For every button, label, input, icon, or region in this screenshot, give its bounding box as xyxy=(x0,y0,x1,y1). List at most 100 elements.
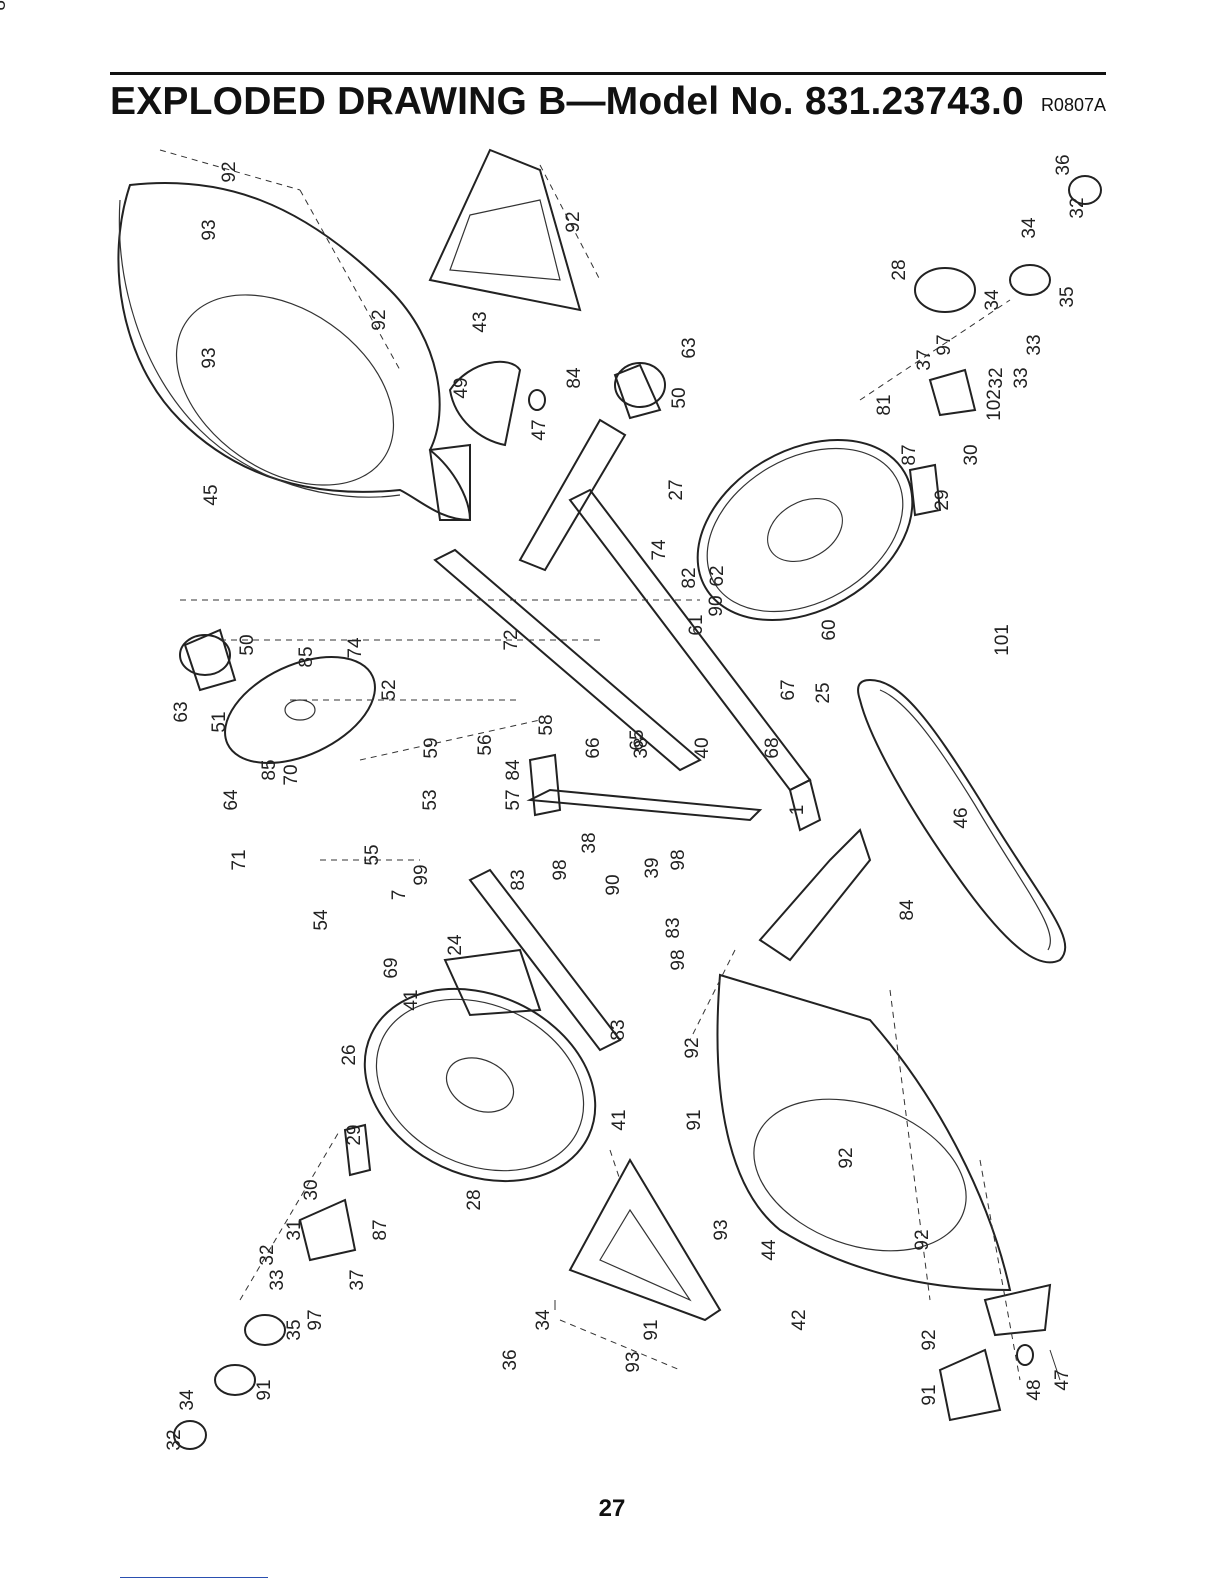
right-disk-cover-44 xyxy=(716,973,1012,1292)
callout-101: 101 xyxy=(992,624,1013,656)
drawing-code: R0807A xyxy=(1040,95,1106,115)
bottom-foot-cover-48 xyxy=(938,1283,1052,1422)
top-roller-50 xyxy=(518,362,666,572)
callout-56: 56 xyxy=(475,734,496,755)
callout-54: 54 xyxy=(311,909,332,931)
callout-66: 66 xyxy=(583,737,604,758)
callout-43: 43 xyxy=(470,311,491,332)
callout-32: 32 xyxy=(257,1244,278,1265)
callout-71: 71 xyxy=(229,849,250,870)
callout-27: 27 xyxy=(666,479,687,500)
callout-74: 74 xyxy=(649,539,670,561)
callout-32: 32 xyxy=(986,367,1007,388)
callout-1: 1 xyxy=(787,805,808,816)
callout-82: 82 xyxy=(679,567,700,588)
callout-65: 65 xyxy=(627,729,648,750)
callout-84: 84 xyxy=(897,899,918,921)
callout-62: 62 xyxy=(707,565,728,586)
callout-91: 91 xyxy=(919,1384,940,1405)
callout-34: 34 xyxy=(533,1309,554,1331)
top-stabilizer-cover-43 xyxy=(428,148,582,312)
callout-90: 90 xyxy=(603,874,624,895)
callout-32: 32 xyxy=(164,1429,185,1450)
seat-post-24 xyxy=(443,868,622,1052)
callout-42: 42 xyxy=(789,1309,810,1330)
callout-97: 97 xyxy=(305,1309,326,1330)
callout-39: 39 xyxy=(642,857,663,878)
callout-24: 24 xyxy=(445,934,466,956)
callout-51: 51 xyxy=(209,711,230,732)
main-frame-1 xyxy=(433,488,872,962)
right-pedal-assembly xyxy=(908,175,1102,517)
callout-84: 84 xyxy=(564,367,585,389)
leader-lines xyxy=(159,149,1061,1381)
callout-93: 93 xyxy=(199,347,220,368)
callout-83: 83 xyxy=(508,869,529,890)
bottom-stabilizer-42 xyxy=(568,1157,722,1322)
callout-93: 93 xyxy=(623,1351,644,1372)
callout-67: 67 xyxy=(778,679,799,700)
callout-93: 93 xyxy=(711,1219,732,1240)
header-rule xyxy=(110,72,1106,75)
callout-87: 87 xyxy=(899,444,920,465)
callout-102: 102 xyxy=(984,389,1005,421)
callout-98: 98 xyxy=(668,949,689,970)
callout-28: 28 xyxy=(889,259,910,280)
callout-92: 92 xyxy=(836,1147,857,1168)
callout-92: 92 xyxy=(682,1037,703,1058)
callout-30: 30 xyxy=(961,444,982,465)
callout-28: 28 xyxy=(464,1189,485,1210)
callout-29: 29 xyxy=(344,1124,365,1145)
callout-98: 98 xyxy=(550,859,571,880)
pulley-51 xyxy=(179,628,376,764)
callout-38: 38 xyxy=(631,737,652,758)
callout-92: 92 xyxy=(563,211,584,232)
callout-93: 93 xyxy=(199,219,220,240)
callout-58: 58 xyxy=(536,714,557,735)
callout-63: 63 xyxy=(679,337,700,358)
callout-32: 32 xyxy=(1067,197,1088,218)
callout-35: 35 xyxy=(284,1319,305,1340)
footer-link-line xyxy=(120,1577,268,1578)
callout-92: 92 xyxy=(219,161,240,182)
callout-26: 26 xyxy=(339,1044,360,1065)
callout-50: 50 xyxy=(669,387,690,408)
page-title: EXPLODED DRAWING B—Model No. 831.23743.0 xyxy=(110,80,1024,123)
callout-34: 34 xyxy=(982,289,1003,311)
callout-92: 92 xyxy=(369,309,390,330)
callout-61: 61 xyxy=(686,614,707,635)
callout-57: 57 xyxy=(503,789,524,810)
callout-41: 41 xyxy=(609,1109,630,1130)
callout-38: 38 xyxy=(579,832,600,853)
callout-81: 81 xyxy=(874,394,895,415)
callout-31: 31 xyxy=(284,1219,305,1240)
callout-60: 60 xyxy=(819,619,840,640)
callout-91: 91 xyxy=(684,1109,705,1130)
callout-91: 91 xyxy=(254,1379,275,1400)
callout-33: 33 xyxy=(1011,367,1032,388)
callout-25: 25 xyxy=(813,682,834,703)
callout-37: 37 xyxy=(347,1269,368,1290)
callout-30: 30 xyxy=(301,1179,322,1200)
callout-87: 87 xyxy=(370,1219,391,1240)
callout-45: 45 xyxy=(201,484,222,505)
callout-68: 68 xyxy=(762,737,783,758)
callout-72: 72 xyxy=(501,629,522,650)
callout-99: 99 xyxy=(411,864,432,885)
callout-50: 50 xyxy=(237,634,258,655)
callout-37: 37 xyxy=(914,349,935,370)
callout-33: 33 xyxy=(1024,334,1045,355)
callout-84: 84 xyxy=(503,759,524,781)
callout-44: 44 xyxy=(759,1239,780,1261)
callout-36: 36 xyxy=(500,1349,521,1370)
drive-belt-46 xyxy=(857,678,1067,964)
callout-35: 35 xyxy=(1057,286,1078,307)
callout-34: 34 xyxy=(1019,217,1040,239)
callout-70: 70 xyxy=(281,764,302,785)
page-number: 27 xyxy=(598,1495,626,1522)
callout-69: 69 xyxy=(381,957,402,978)
callout-34: 34 xyxy=(177,1389,198,1411)
callout-97: 97 xyxy=(934,334,955,355)
